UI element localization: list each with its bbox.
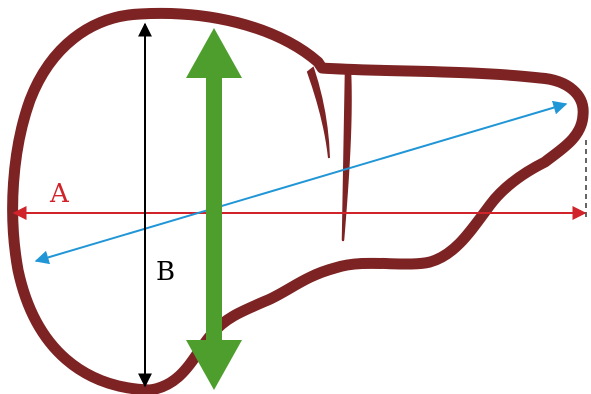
- thick-vertical-arrow: [186, 28, 242, 390]
- label-a: A: [49, 179, 70, 209]
- liver-outline: [7, 7, 589, 394]
- diagonal-measurement-line: [34, 100, 568, 265]
- label-b: B: [156, 257, 175, 287]
- liver-fissure-right: [341, 70, 352, 241]
- liver-fissure-left: [306, 66, 330, 159]
